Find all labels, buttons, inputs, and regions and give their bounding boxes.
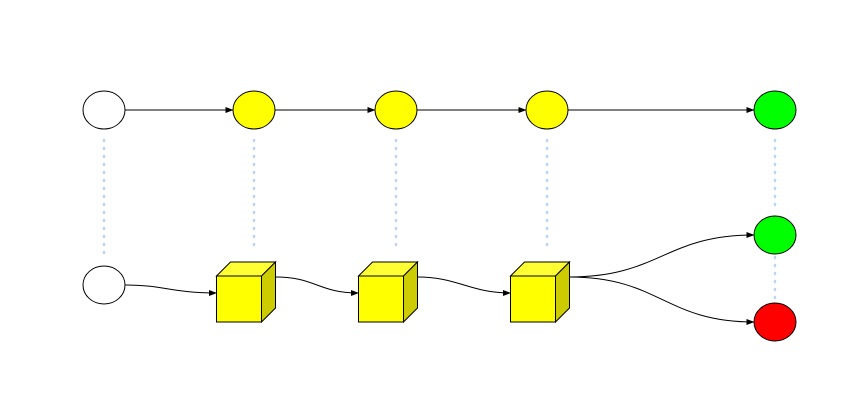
bottom-edge-3 <box>417 276 511 296</box>
bottom-cube-2-front-face <box>216 275 262 323</box>
edge-to-failure <box>569 276 755 325</box>
bottom-edge-2 <box>275 276 359 296</box>
top-node-end <box>753 90 797 130</box>
vertical-dotted-links <box>102 138 777 302</box>
bottom-cube-4-front-face <box>510 275 556 323</box>
top-node-2 <box>232 90 276 130</box>
bottom-cube-4 <box>509 260 571 324</box>
bottom-cube-3-front-face <box>358 275 404 323</box>
edge-to-success <box>569 232 755 278</box>
nodes <box>82 90 797 342</box>
edges <box>124 107 755 325</box>
top-node-start <box>82 90 126 130</box>
bottom-cube-2 <box>215 260 277 324</box>
bottom-cube-3 <box>357 260 419 324</box>
outcome-failure <box>753 302 797 342</box>
top-node-3 <box>374 90 418 130</box>
top-node-4 <box>525 90 569 130</box>
bottom-edge-1 <box>124 284 217 296</box>
outcome-success <box>753 215 797 255</box>
bottom-node-start <box>82 265 126 305</box>
